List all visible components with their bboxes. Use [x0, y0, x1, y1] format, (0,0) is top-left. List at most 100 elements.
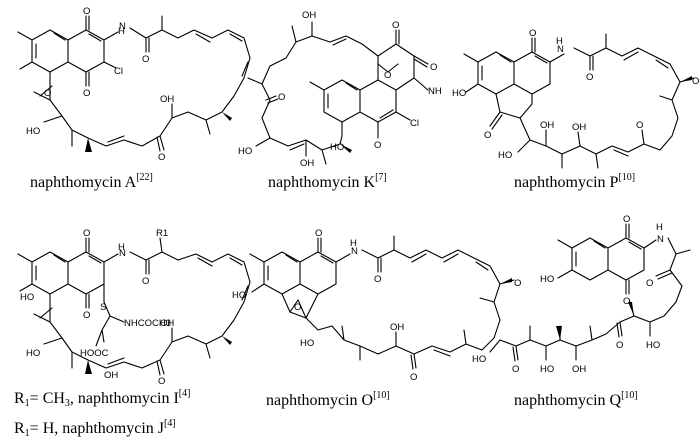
reference-marker: [22] [136, 172, 153, 183]
atom-label: O [278, 92, 285, 103]
atom-label: O [529, 28, 536, 39]
atom-label: O [83, 310, 90, 321]
atom-label: S [100, 302, 106, 313]
caption-naphthomycin-q: naphthomycin Q[10] [514, 390, 638, 410]
reference-marker: [4] [178, 388, 191, 399]
atom-label: OH [300, 158, 314, 169]
compound-name: = H, naphthomycin J [29, 420, 165, 437]
caption-naphthomycin-p: naphthomycin P[10] [514, 172, 636, 192]
atom-label: HO [232, 290, 246, 301]
atom-label: OH [104, 370, 118, 381]
atom-label: O [410, 372, 417, 383]
r-value-subscript: 3 [64, 398, 70, 409]
atom-label: O [44, 88, 51, 99]
atom-label: HO [238, 146, 252, 157]
atom-label: O [374, 140, 381, 151]
structure-naphthomycin-k: OH O O NH O Cl O O HO HO OH [238, 10, 442, 169]
atom-label: HO [300, 338, 314, 349]
atom-label: OH [302, 10, 316, 21]
atom-label: OH [390, 322, 404, 333]
atom-label: OH [160, 318, 174, 329]
caption-naphthomycin-k: naphthomycin K[7] [268, 172, 387, 192]
atom-label: N [557, 44, 564, 55]
reference-marker: [10] [621, 390, 638, 401]
atom-label: N [119, 21, 126, 32]
atom-label: H [350, 238, 357, 249]
atom-label: O [430, 62, 437, 73]
r-value: = CH [29, 390, 65, 407]
atom-label: HO [472, 354, 486, 365]
atom-label: O [83, 228, 90, 239]
atom-label: O [623, 214, 630, 225]
atom-label: H [118, 26, 125, 37]
atom-label: H [556, 36, 563, 47]
atom-label: O [514, 278, 521, 289]
atom-label: O [142, 54, 149, 65]
caption-naphthomycin-j: R1= H, naphthomycin J[4] [14, 418, 176, 439]
atom-label: N [351, 246, 358, 257]
atom-label: O [646, 278, 653, 289]
atom-label: HO [646, 340, 660, 351]
r-symbol: R [14, 420, 25, 437]
atom-label: O [392, 20, 399, 31]
atom-label: Cl [114, 66, 123, 77]
atom-label: HO [540, 364, 554, 375]
atom-label: O [616, 340, 623, 351]
atom-label: O [636, 120, 643, 131]
atom-label: HO [540, 274, 554, 285]
atom-label: O [692, 76, 699, 87]
atom-label: OH [540, 120, 554, 131]
atom-label: O [484, 130, 491, 141]
compound-name: , naphthomycin I [69, 390, 179, 407]
atom-label: H [656, 222, 663, 233]
atom-label: Cl [410, 118, 419, 129]
atom-label: N [119, 248, 126, 259]
atom-label: HO [330, 142, 344, 153]
atom-label: HO [452, 88, 466, 99]
compound-name: naphthomycin Q [514, 392, 622, 409]
atom-label: O [623, 296, 630, 307]
atom-label: O [294, 302, 301, 313]
structure-naphthomycin-q: O O H N O HO HO O OH HO O HO [472, 214, 691, 375]
atom-label: HOOC [80, 348, 109, 359]
atom-label: N [657, 234, 664, 245]
atom-label: O [374, 274, 381, 285]
atom-label: O [83, 6, 90, 17]
caption-naphthomycin-a: naphthomycin A[22] [30, 172, 153, 192]
atom-label: O [83, 88, 90, 99]
atom-label: OH [572, 364, 586, 375]
reference-marker: [10] [618, 172, 636, 183]
structure-naphthomycin-a: O O H N Cl O OH O HO O [17, 6, 251, 163]
atom-label: HO [26, 348, 40, 359]
structure-naphthomycin-o: O H N O HO O HO OH O O [232, 228, 521, 383]
atom-label: OH [572, 122, 586, 133]
compound-name: naphthomycin P [514, 174, 619, 191]
atom-label: O [142, 276, 149, 287]
compound-name: naphthomycin A [30, 174, 137, 191]
compound-name: naphthomycin O [266, 392, 374, 409]
structure-naphthomycin-i-j: O O H N R1 O S NHCOCH3 HOOC OH O HO OH H… [17, 228, 251, 387]
atom-label: H [118, 242, 125, 253]
atom-label: O [384, 70, 391, 81]
atom-label: NH [428, 86, 442, 97]
atom-label: HO [20, 292, 34, 303]
atom-label: O [586, 72, 593, 83]
reference-marker: [4] [164, 418, 176, 429]
r-symbol: R [14, 390, 25, 407]
atom-label: HO [498, 150, 512, 161]
compound-name: naphthomycin K [268, 174, 376, 191]
atom-label: O [512, 364, 519, 375]
structure-naphthomycin-p: O H N O HO O HO OH OH O O [452, 28, 699, 169]
atom-label: O [158, 152, 165, 163]
caption-naphthomycin-i: R1= CH3, naphthomycin I[4] [14, 388, 191, 409]
r-subscript: 1 [24, 428, 30, 439]
atom-label: R1 [156, 228, 168, 239]
atom-label: O [315, 228, 322, 239]
atom-label: HO [26, 126, 40, 137]
reference-marker: [7] [375, 172, 387, 183]
r-subscript: 1 [24, 398, 30, 409]
atom-label: O [158, 376, 165, 387]
reference-marker: [10] [373, 390, 390, 401]
